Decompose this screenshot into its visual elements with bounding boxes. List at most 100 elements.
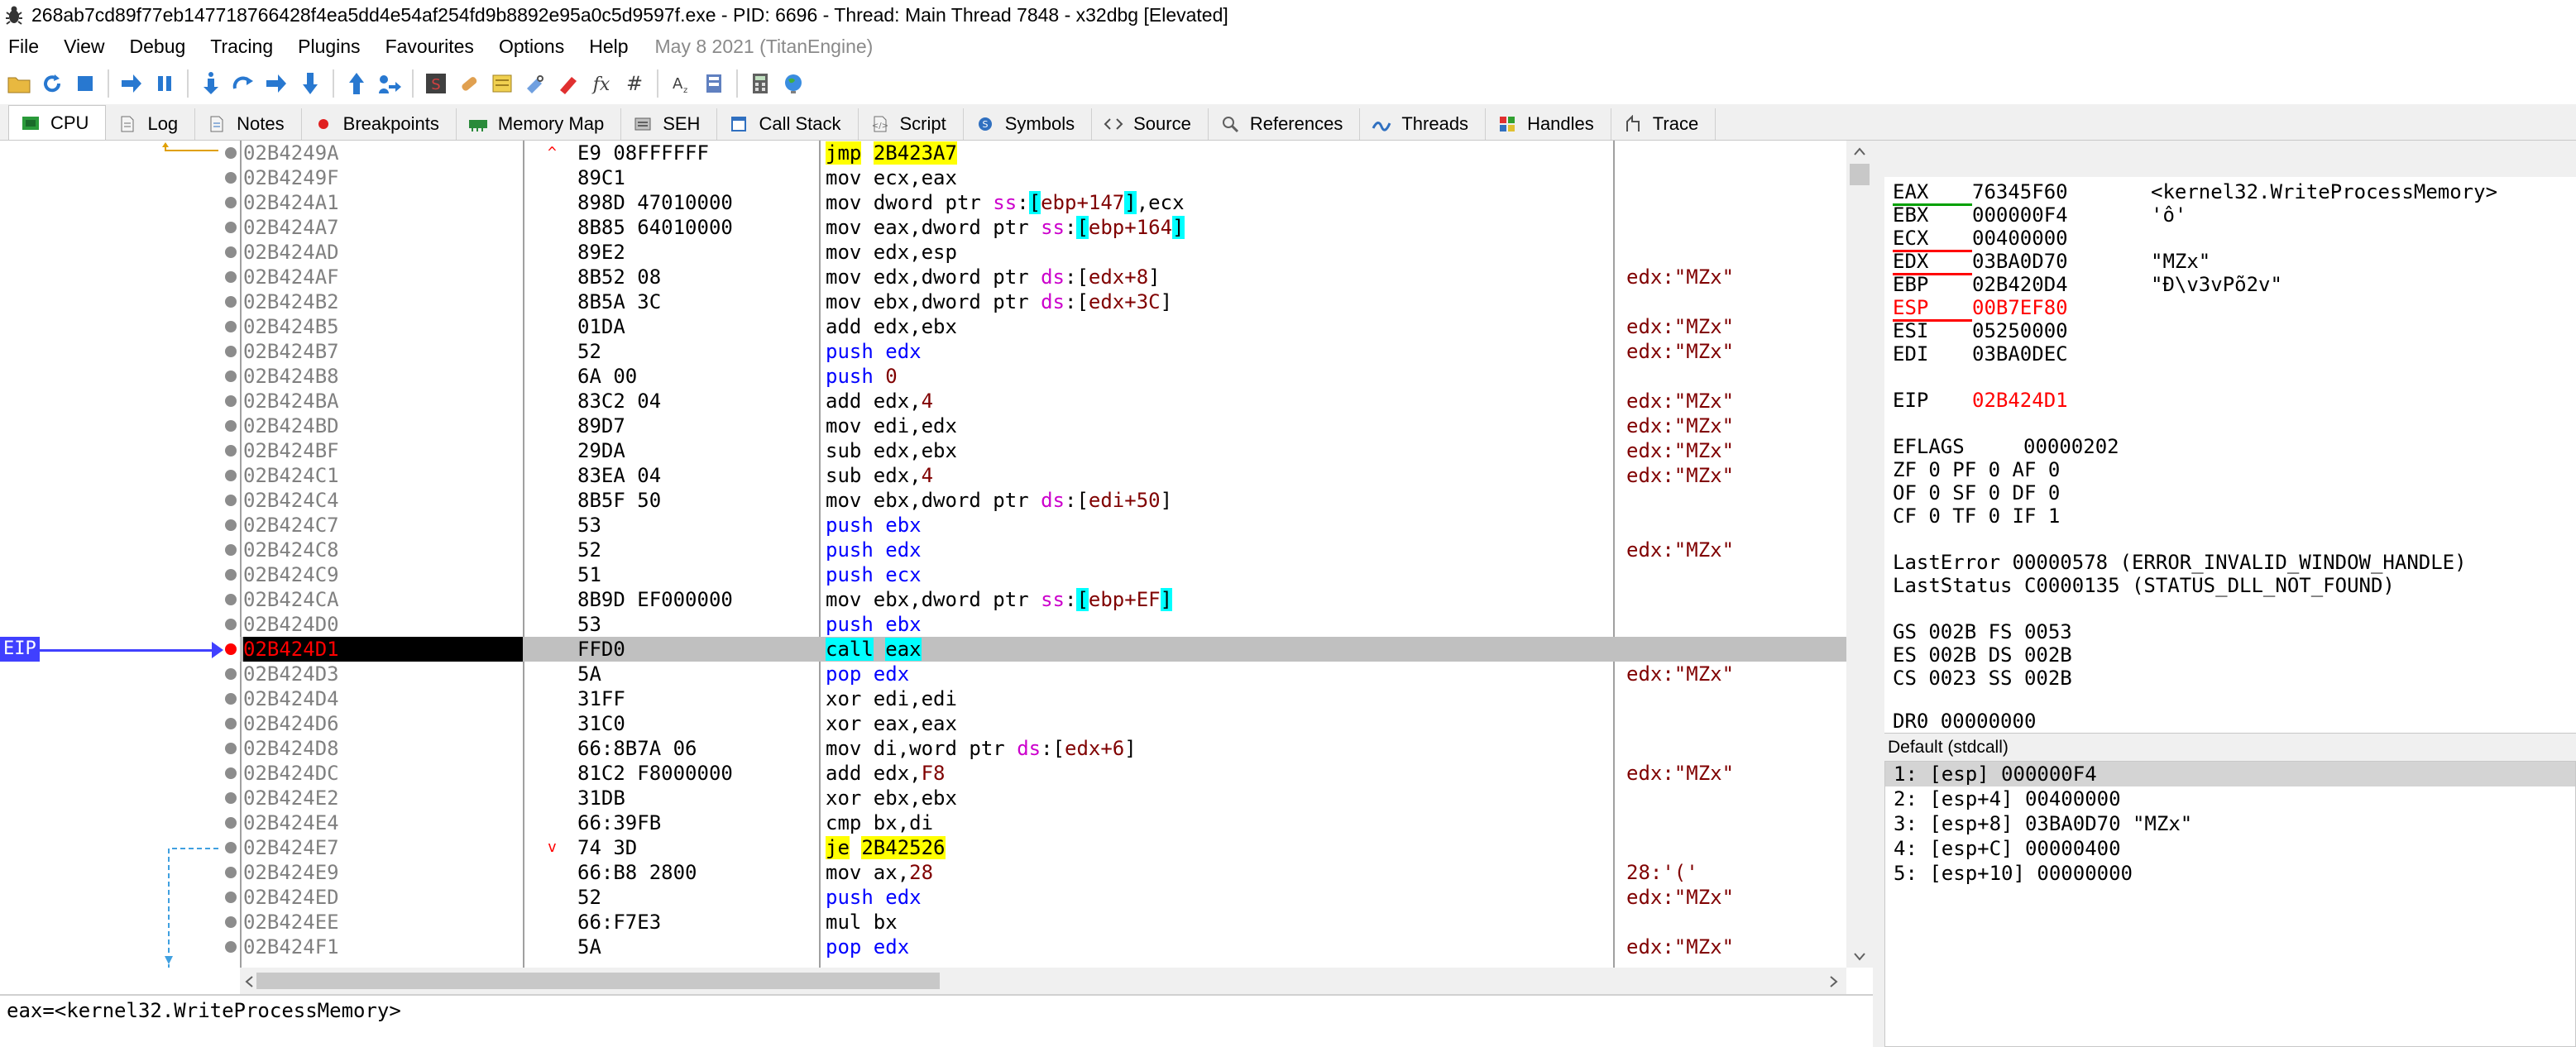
disasm-row[interactable]: 02B424D8 66:8B7A 06 mov di,word ptr ds:[… [240, 736, 1848, 761]
tab-symbols[interactable]: S Symbols [964, 108, 1093, 140]
disasm-row[interactable]: 02B424C4 8B5F 50 mov ebx,dword ptr ds:[e… [240, 488, 1848, 513]
breakpoint-marker[interactable] [225, 519, 237, 531]
breakpoint-marker[interactable] [225, 271, 237, 283]
disasm-row-current[interactable]: 02B424D1 FFD0 call eax [240, 637, 1848, 662]
disasm-row[interactable]: 02B424CA 8B9D EF000000 mov ebx,dword ptr… [240, 587, 1848, 612]
disasm-row[interactable]: 02B424C8 52 push edx edx:"MZx" [240, 538, 1848, 562]
disasm-row[interactable]: 02B424A1 898D 47010000 mov dword ptr ss:… [240, 190, 1848, 215]
scroll-right-icon[interactable] [1828, 975, 1840, 988]
breakpoint-marker[interactable] [225, 792, 237, 804]
execute-till-return-icon[interactable] [342, 69, 371, 98]
disasm-row[interactable]: 02B424D4 31FF xor edi,edi [240, 686, 1848, 711]
scroll-up-icon[interactable] [1853, 146, 1866, 157]
flags-row[interactable]: OF 0 SF 0 DF 0 [1893, 481, 2061, 504]
breakpoint-marker[interactable] [225, 246, 237, 258]
disasm-row[interactable]: 02B424D3 5A pop edx edx:"MZx" [240, 662, 1848, 686]
breakpoint-marker[interactable] [225, 197, 237, 208]
stack-arg-row[interactable]: 4: [esp+C] 00000400 [1894, 837, 2121, 860]
breakpoint-marker[interactable] [225, 321, 237, 332]
scroll-down-icon[interactable] [1853, 951, 1866, 963]
disasm-row[interactable]: 02B424D6 31C0 xor eax,eax [240, 711, 1848, 736]
menu-options[interactable]: Options [498, 35, 565, 57]
restart-icon[interactable] [38, 69, 66, 98]
stack-arg-row[interactable]: 5: [esp+10] 00000000 [1894, 862, 2133, 885]
flags-row[interactable]: ZF 0 PF 0 AF 0 [1893, 458, 2061, 481]
labels-icon[interactable] [521, 69, 549, 98]
pane-splitter[interactable] [1873, 141, 1884, 1047]
stack-arg-row[interactable]: 2: [esp+4] 00400000 [1894, 787, 2121, 810]
last-error[interactable]: LastError 00000578 (ERROR_INVALID_WINDOW… [1893, 551, 2467, 574]
breakpoint-marker[interactable] [225, 867, 237, 878]
disasm-row[interactable]: 02B424C7 53 push ebx [240, 513, 1848, 538]
breakpoint-marker[interactable] [225, 222, 237, 233]
disasm-row[interactable]: 02B424C9 51 push ecx [240, 562, 1848, 587]
breakpoint-marker[interactable] [225, 842, 237, 853]
calling-convention-dropdown[interactable]: Default (stdcall) [1884, 733, 2576, 761]
disasm-row[interactable]: 02B424BA 83C2 04 add edx,4 edx:"MZx" [240, 389, 1848, 414]
breakpoint-marker[interactable] [225, 916, 237, 928]
tab-threads[interactable]: Threads [1360, 108, 1487, 140]
breakpoint-marker[interactable] [225, 371, 237, 382]
disasm-row[interactable]: 02B424C1 83EA 04 sub edx,4 edx:"MZx" [240, 463, 1848, 488]
scroll-left-icon[interactable] [243, 975, 255, 988]
segment-row[interactable]: CS 0023 SS 002B [1893, 667, 2072, 690]
disasm-row[interactable]: 02B424BF 29DA sub edx,ebx edx:"MZx" [240, 438, 1848, 463]
scroll-thumb[interactable] [1850, 164, 1870, 185]
breakpoint-marker[interactable] [225, 172, 237, 184]
tab-call-stack[interactable]: Call Stack [717, 108, 859, 140]
tab-cpu[interactable]: CPU [8, 105, 107, 140]
open-icon[interactable] [5, 69, 33, 98]
tab-source[interactable]: Source [1092, 108, 1209, 140]
breakpoint-marker[interactable] [225, 718, 237, 729]
stack-arg-row[interactable]: 3: [esp+8] 03BA0D70 "MZx" [1894, 812, 2193, 835]
breakpoint-marker[interactable] [225, 767, 237, 779]
segment-row[interactable]: GS 002B FS 0053 [1893, 620, 2072, 643]
tab-log[interactable]: Log [106, 108, 196, 140]
tab-seh[interactable]: SEH [621, 108, 718, 140]
trace-over-icon[interactable] [296, 69, 324, 98]
menu-help[interactable]: Help [589, 35, 629, 57]
breakpoint-marker[interactable] [225, 941, 237, 953]
disasm-row[interactable]: 02B424E9 66:B8 2800 mov ax,28 28:'(' [240, 860, 1848, 885]
disasm-row[interactable]: 02B424F1 5A pop edx edx:"MZx" [240, 935, 1848, 959]
breakpoint-marker[interactable] [225, 668, 237, 680]
run-to-user-code-icon[interactable] [376, 69, 404, 98]
disasm-row[interactable]: 02B424B7 52 push edx edx:"MZx" [240, 339, 1848, 364]
disasm-horizontal-scrollbar[interactable] [240, 968, 1846, 994]
segment-row[interactable]: ES 002B DS 002B [1893, 643, 2072, 667]
disasm-row[interactable]: 02B4249F 89C1 mov ecx,eax [240, 165, 1848, 190]
disasm-row[interactable]: 02B424E4 66:39FB cmp bx,di [240, 810, 1848, 835]
disasm-row[interactable]: 02B424BD 89D7 mov edi,edx edx:"MZx" [240, 414, 1848, 438]
disasm-row[interactable]: 02B424ED 52 push edx edx:"MZx" [240, 885, 1848, 910]
disasm-row[interactable]: 02B424E7 v 74 3D je 2B42526 [240, 835, 1848, 860]
breakpoint-marker[interactable] [225, 420, 237, 432]
breakpoint-marker[interactable] [225, 346, 237, 357]
breakpoint-marker[interactable] [225, 296, 237, 308]
menu-favourites[interactable]: Favourites [385, 35, 474, 57]
disasm-row[interactable]: 02B424B2 8B5A 3C mov ebx,dword ptr ds:[e… [240, 289, 1848, 314]
breakpoint-marker[interactable] [225, 495, 237, 506]
script-icon[interactable]: S [422, 69, 450, 98]
tab-references[interactable]: References [1209, 108, 1361, 140]
stack-arg-row[interactable]: 1: [esp] 000000F4 [1885, 762, 2575, 786]
disasm-row[interactable]: 02B424EE 66:F7E3 mul bx [240, 910, 1848, 935]
disasm-vertical-scrollbar[interactable] [1846, 141, 1873, 968]
disasm-row[interactable]: 02B424E2 31DB xor ebx,ebx [240, 786, 1848, 810]
tab-handles[interactable]: Handles [1486, 108, 1611, 140]
breakpoint-marker[interactable] [225, 569, 237, 581]
disasm-row[interactable]: 02B424D0 53 push ebx [240, 612, 1848, 637]
tab-trace[interactable]: Trace [1611, 108, 1717, 140]
breakpoint-marker-active[interactable] [225, 643, 237, 655]
registers-header[interactable] [1884, 141, 2576, 177]
calculator-icon[interactable] [746, 69, 774, 98]
breakpoint-marker[interactable] [225, 892, 237, 903]
disasm-row[interactable]: 02B424AD 89E2 mov edx,esp [240, 240, 1848, 265]
breakpoint-marker[interactable] [225, 395, 237, 407]
